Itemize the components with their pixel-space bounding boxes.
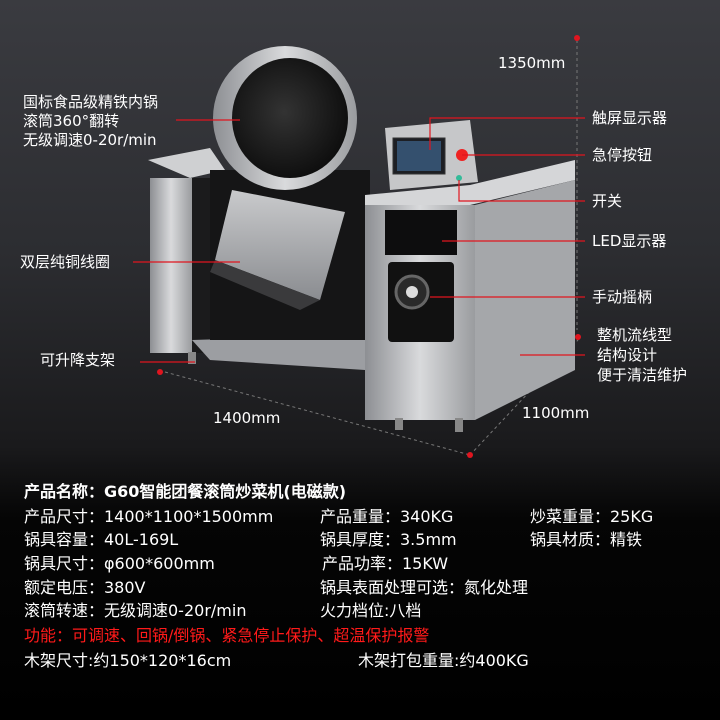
callout-coil: 双层纯铜线圈 [20, 253, 111, 271]
spec-power: 产品功率：15KW [322, 554, 449, 573]
spec-weight: 产品重量：340KG [320, 507, 454, 526]
machine-illustration [133, 35, 585, 458]
callout-lines [133, 117, 585, 363]
callout-stand: 可升降支架 [40, 351, 116, 369]
callout-design-2: 结构设计 [597, 346, 658, 364]
spec-surface: 锅具表面处理可选：氮化处理 [320, 578, 529, 597]
callout-touchscreen: 触屏显示器 [592, 109, 668, 127]
dimension-lines [164, 40, 579, 456]
callout-design-1: 整机流线型 [597, 326, 673, 344]
spec-fire-levels: 火力档位:八档 [320, 601, 422, 620]
product-name: 产品名称：G60智能团餐滚筒炒菜机(电磁款) [24, 482, 347, 501]
spec-speed: 滚筒转速：无级调速0-20r/min [24, 601, 247, 620]
spec-crate-weight: 木架打包重量:约400KG [358, 651, 529, 670]
callout-estop: 急停按钮 [592, 146, 653, 164]
callout-pot-2: 滚筒360°翻转 [23, 112, 120, 130]
callout-handle: 手动摇柄 [592, 288, 653, 306]
dimension-height: 1350mm [498, 54, 566, 72]
callout-switch: 开关 [592, 192, 623, 210]
spec-material: 锅具材质：精铁 [530, 530, 643, 549]
spec-crate-size: 木架尺寸:约150*120*16cm [24, 651, 232, 670]
spec-cook-weight: 炒菜重量：25KG [530, 507, 654, 526]
spec-functions: 功能：可调速、回锅/倒锅、紧急停止保护、超温保护报警 [24, 626, 430, 645]
spec-size: 产品尺寸：1400*1100*1500mm [24, 507, 274, 526]
spec-pot-size: 锅具尺寸：φ600*600mm [24, 554, 215, 573]
spec-capacity: 锅具容量：40L-169L [24, 530, 179, 549]
spec-thickness: 锅具厚度：3.5mm [320, 530, 457, 549]
dimension-width: 1400mm [213, 409, 281, 427]
callout-led: LED显示器 [592, 232, 667, 250]
callout-pot-3: 无级调速0-20r/min [23, 131, 157, 149]
callout-design-3: 便于清洁维护 [597, 366, 688, 384]
spec-voltage: 额定电压：380V [24, 578, 146, 597]
callout-pot-1: 国标食品级精铁内锅 [23, 93, 159, 111]
dimension-depth: 1100mm [522, 404, 590, 422]
